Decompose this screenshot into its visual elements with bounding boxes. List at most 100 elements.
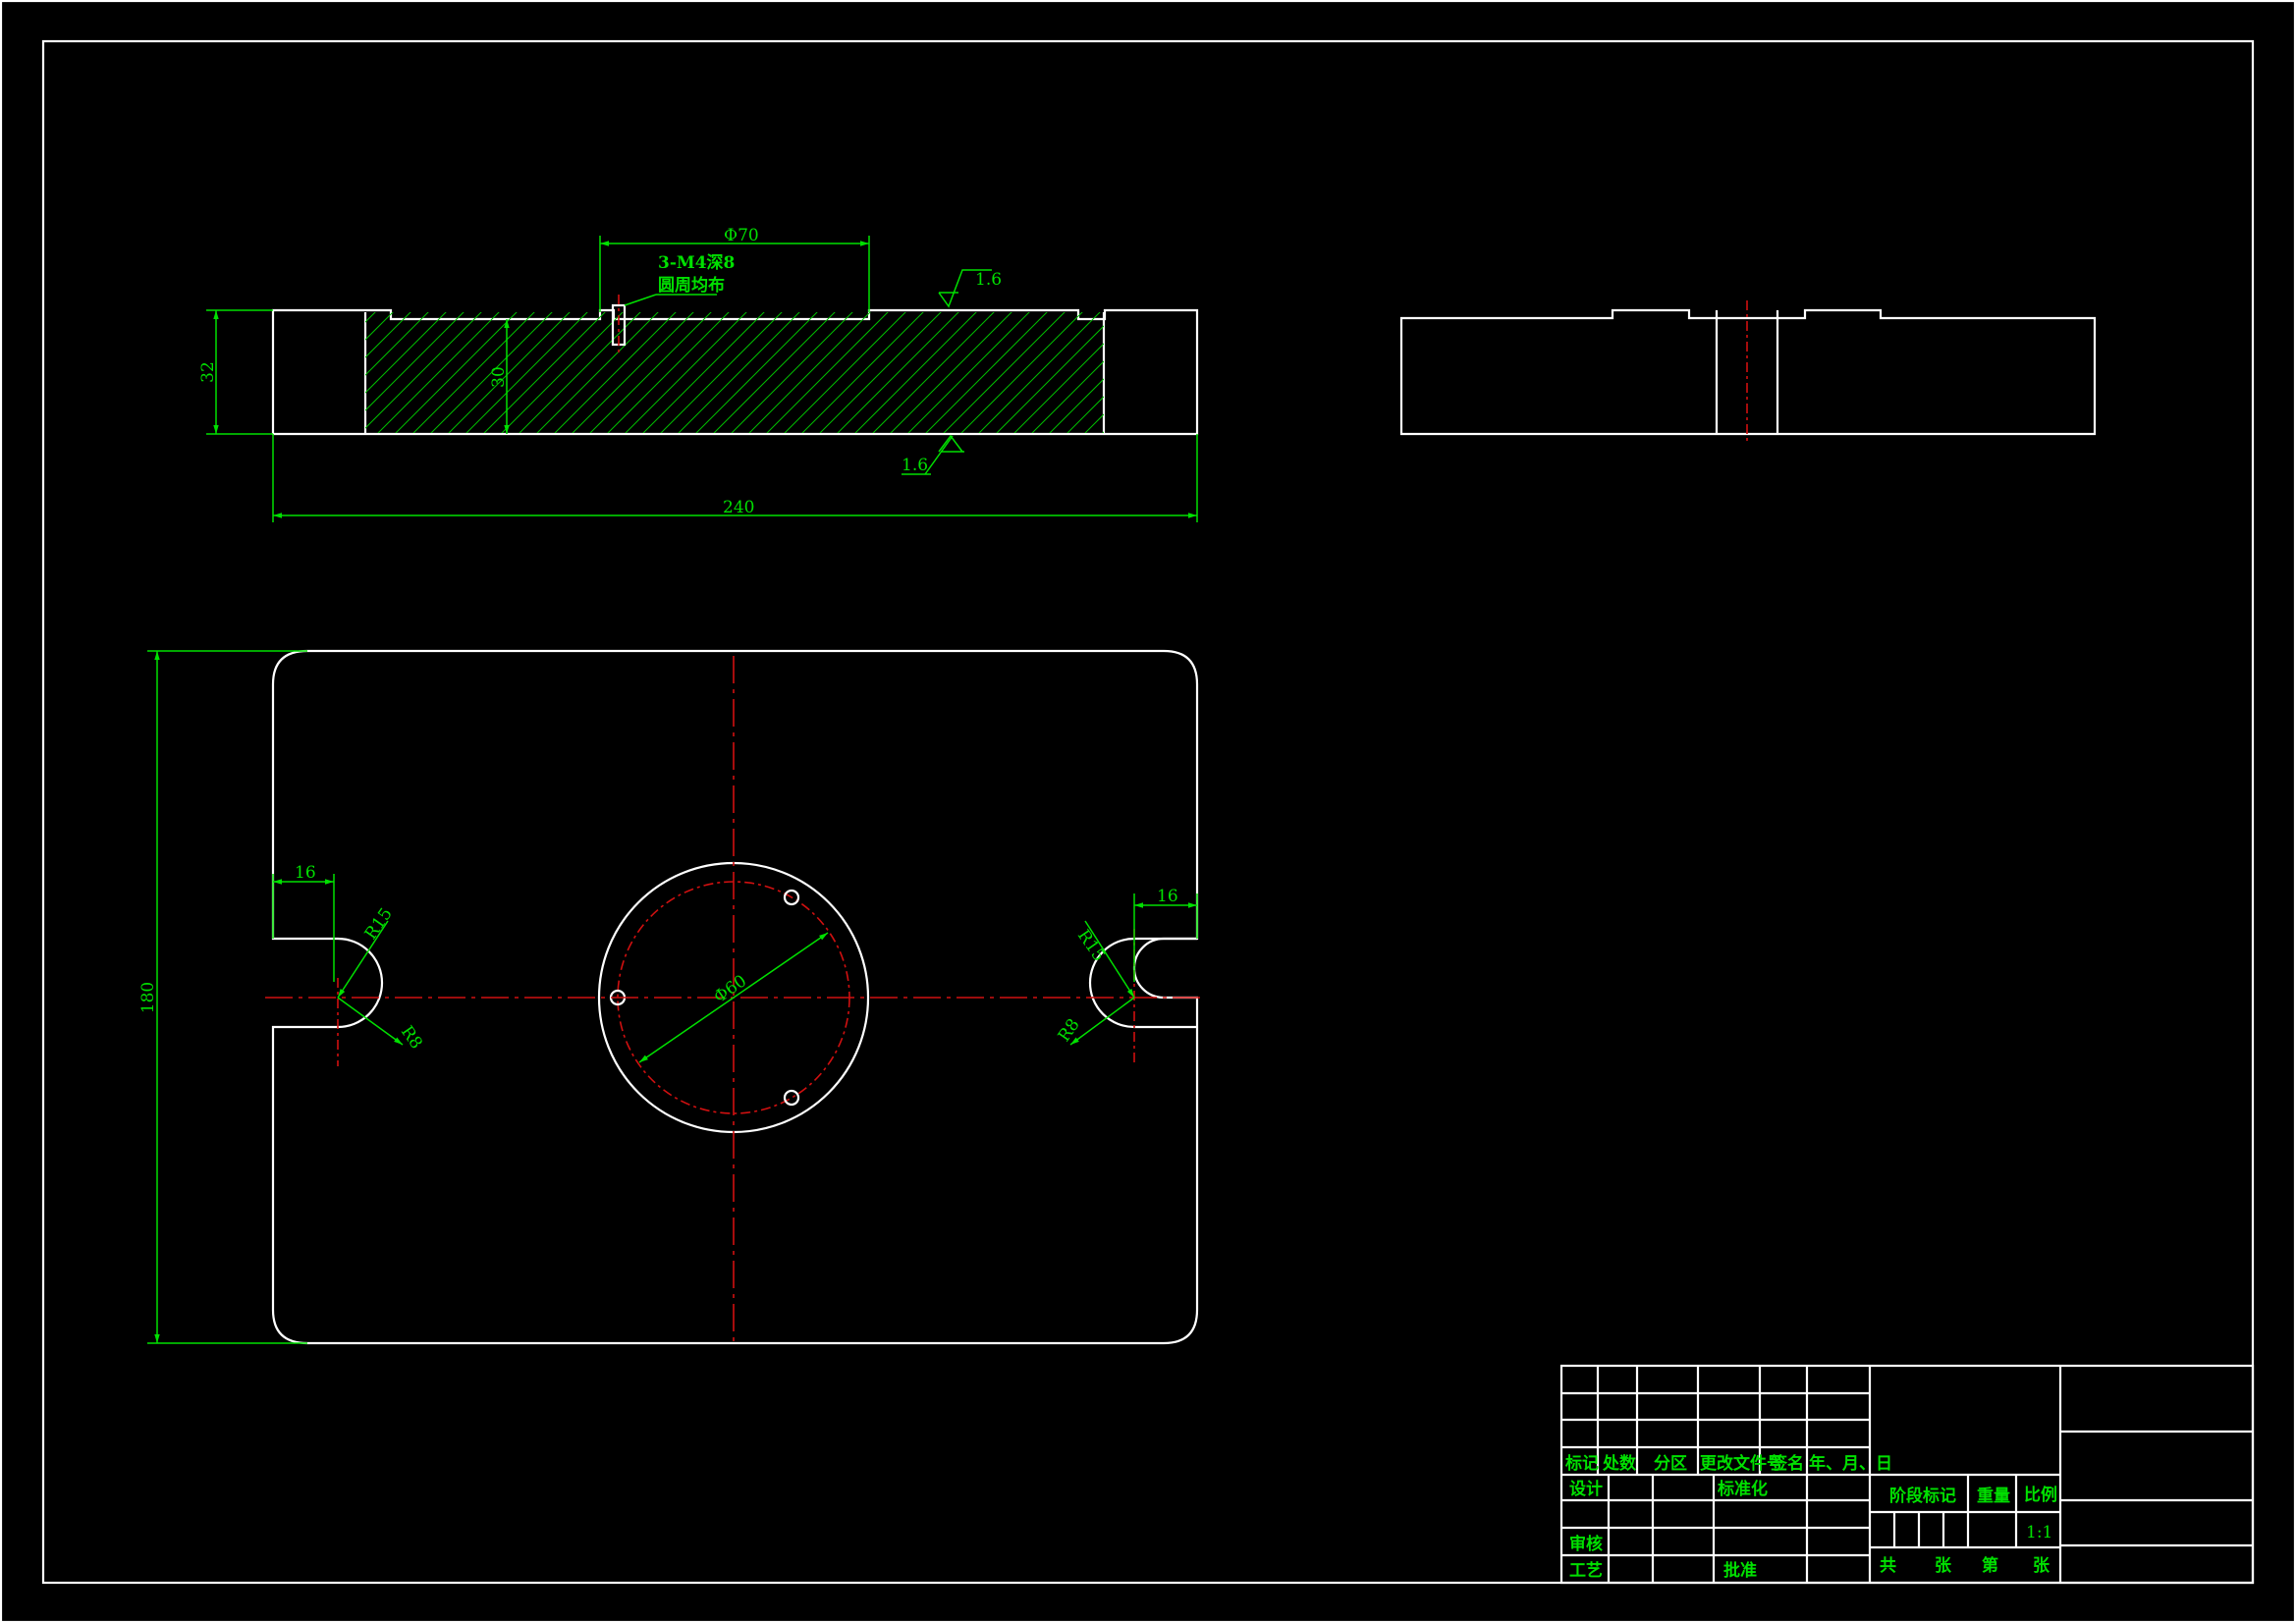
hatch-line <box>1066 396 1104 433</box>
hatch-line <box>854 312 977 433</box>
hatch-line <box>837 312 959 433</box>
hatch-line <box>1112 304 1249 442</box>
tb-rev-zone: 分区 <box>1654 1454 1687 1474</box>
hatch-line <box>501 312 624 433</box>
dim-right-r8: R8 <box>1055 1015 1084 1046</box>
tb-rev-count: 处数 <box>1602 1453 1637 1474</box>
hatch-line <box>448 312 571 433</box>
side-view <box>1399 300 2097 442</box>
hatch-line <box>430 312 553 433</box>
plan-view <box>265 649 1205 1347</box>
section-hatch <box>365 304 1355 442</box>
roughness-bottom: 1.6 <box>902 456 928 475</box>
dim-phi70: Ф70 <box>724 226 759 245</box>
hatch-line <box>766 312 889 433</box>
hatch-line <box>978 312 1101 433</box>
dim-left-r15: R15 <box>361 904 397 944</box>
hatch-line <box>483 312 606 433</box>
hatch-line <box>365 312 465 411</box>
bolt-hole-3 <box>783 1089 800 1107</box>
dim-phi60: Ф60 <box>710 971 750 1007</box>
hatch-line <box>365 312 482 429</box>
tb-stage-mark: 阶段标记 <box>1889 1486 1956 1506</box>
hatch-line <box>642 312 765 433</box>
hatch-line <box>784 312 906 433</box>
tb-process: 工艺 <box>1569 1560 1603 1581</box>
thread-note-line2: 圆周均布 <box>658 275 725 296</box>
hatch-line <box>625 312 747 433</box>
hatch-line <box>572 312 694 433</box>
dim-left-16: 16 <box>295 863 316 883</box>
dim-right-16: 16 <box>1157 887 1178 906</box>
dim-height-180: 180 <box>138 982 158 1013</box>
tb-scale-value: 1:1 <box>2026 1523 2052 1542</box>
hatch-line <box>365 312 411 358</box>
hatch-line <box>872 312 995 433</box>
hatch-line <box>1182 304 1320 442</box>
dim-height-32: 32 <box>198 361 218 383</box>
hatch-line <box>925 312 1048 433</box>
hatch-line <box>365 312 447 394</box>
roughness-symbol-bottom <box>938 434 963 453</box>
roughness-top: 1.6 <box>975 270 1002 290</box>
hatch-line <box>819 312 942 433</box>
hatch-line <box>713 312 836 433</box>
hatch-line <box>801 312 924 433</box>
hatch-line <box>395 312 518 433</box>
hatch-line <box>377 312 500 433</box>
tb-weight: 重量 <box>1977 1486 2010 1506</box>
tb-approve: 批准 <box>1723 1560 1757 1581</box>
hatch-line <box>365 312 394 341</box>
tb-design: 设计 <box>1569 1479 1603 1499</box>
hatch-line <box>1218 304 1355 442</box>
plan-dimensions: 180 16 16 R15 R8 R15 R8 Ф60 <box>138 650 1198 1344</box>
tb-rev-date: 年、月、日 <box>1809 1453 1892 1474</box>
hatch-line <box>1200 304 1338 442</box>
hatch-line <box>890 312 1012 433</box>
hatch-line <box>695 312 818 433</box>
hatch-line <box>365 312 429 376</box>
right-slot <box>1088 937 1197 1029</box>
hatch-line <box>519 312 641 433</box>
dim-right-r15: R15 <box>1073 926 1109 965</box>
tb-standardize: 标准化 <box>1718 1479 1768 1499</box>
hatch-line <box>589 312 712 433</box>
hatch-line <box>1049 378 1104 433</box>
dim-width-240: 240 <box>723 498 754 517</box>
tb-rev-sign: 签名 <box>1770 1453 1804 1474</box>
front-section-view <box>271 295 1355 442</box>
hatch-line <box>748 312 871 433</box>
hatch-line <box>678 312 800 433</box>
tb-sheet-no: 第 <box>1982 1555 1998 1576</box>
roughness-symbol-top <box>938 269 992 308</box>
thread-note-line1: 3-M4深8 <box>658 252 735 273</box>
tb-review: 审核 <box>1569 1534 1603 1554</box>
tb-rev-docno: 更改文件号 <box>1700 1453 1783 1474</box>
hatch-line <box>960 312 1083 433</box>
hatch-line <box>1102 431 1104 433</box>
side-outline <box>1399 308 2097 436</box>
hatch-line <box>365 312 376 323</box>
dim-height-30: 30 <box>489 366 509 388</box>
hatch-line <box>1165 304 1302 442</box>
tb-rev-marker: 标记 <box>1565 1453 1599 1474</box>
hatch-line <box>996 325 1104 433</box>
front-dimensions: Ф70 3-M4深8 圆周均布 1.6 1.6 32 30 240 <box>198 226 1198 522</box>
hatch-line <box>907 312 1030 433</box>
hatch-line <box>1031 360 1104 433</box>
dim-left-r8: R8 <box>397 1022 426 1053</box>
tb-scale: 比例 <box>2024 1485 2057 1505</box>
title-block: 标记 处数 分区 更改文件号 签名 年、月、日 设计 标准化 审核 工艺 批准 … <box>1559 1364 2255 1585</box>
hatch-line <box>1013 343 1104 433</box>
tb-total: 共 <box>1880 1556 1896 1576</box>
tb-sheets-b: 张 <box>2033 1556 2050 1576</box>
hatch-line <box>731 312 853 433</box>
hatch-line <box>412 312 535 433</box>
hatch-line <box>465 312 588 433</box>
hatch-line <box>943 312 1066 433</box>
hatch-line <box>536 312 659 433</box>
hatch-line <box>1084 413 1104 433</box>
hatch-line <box>554 312 677 433</box>
